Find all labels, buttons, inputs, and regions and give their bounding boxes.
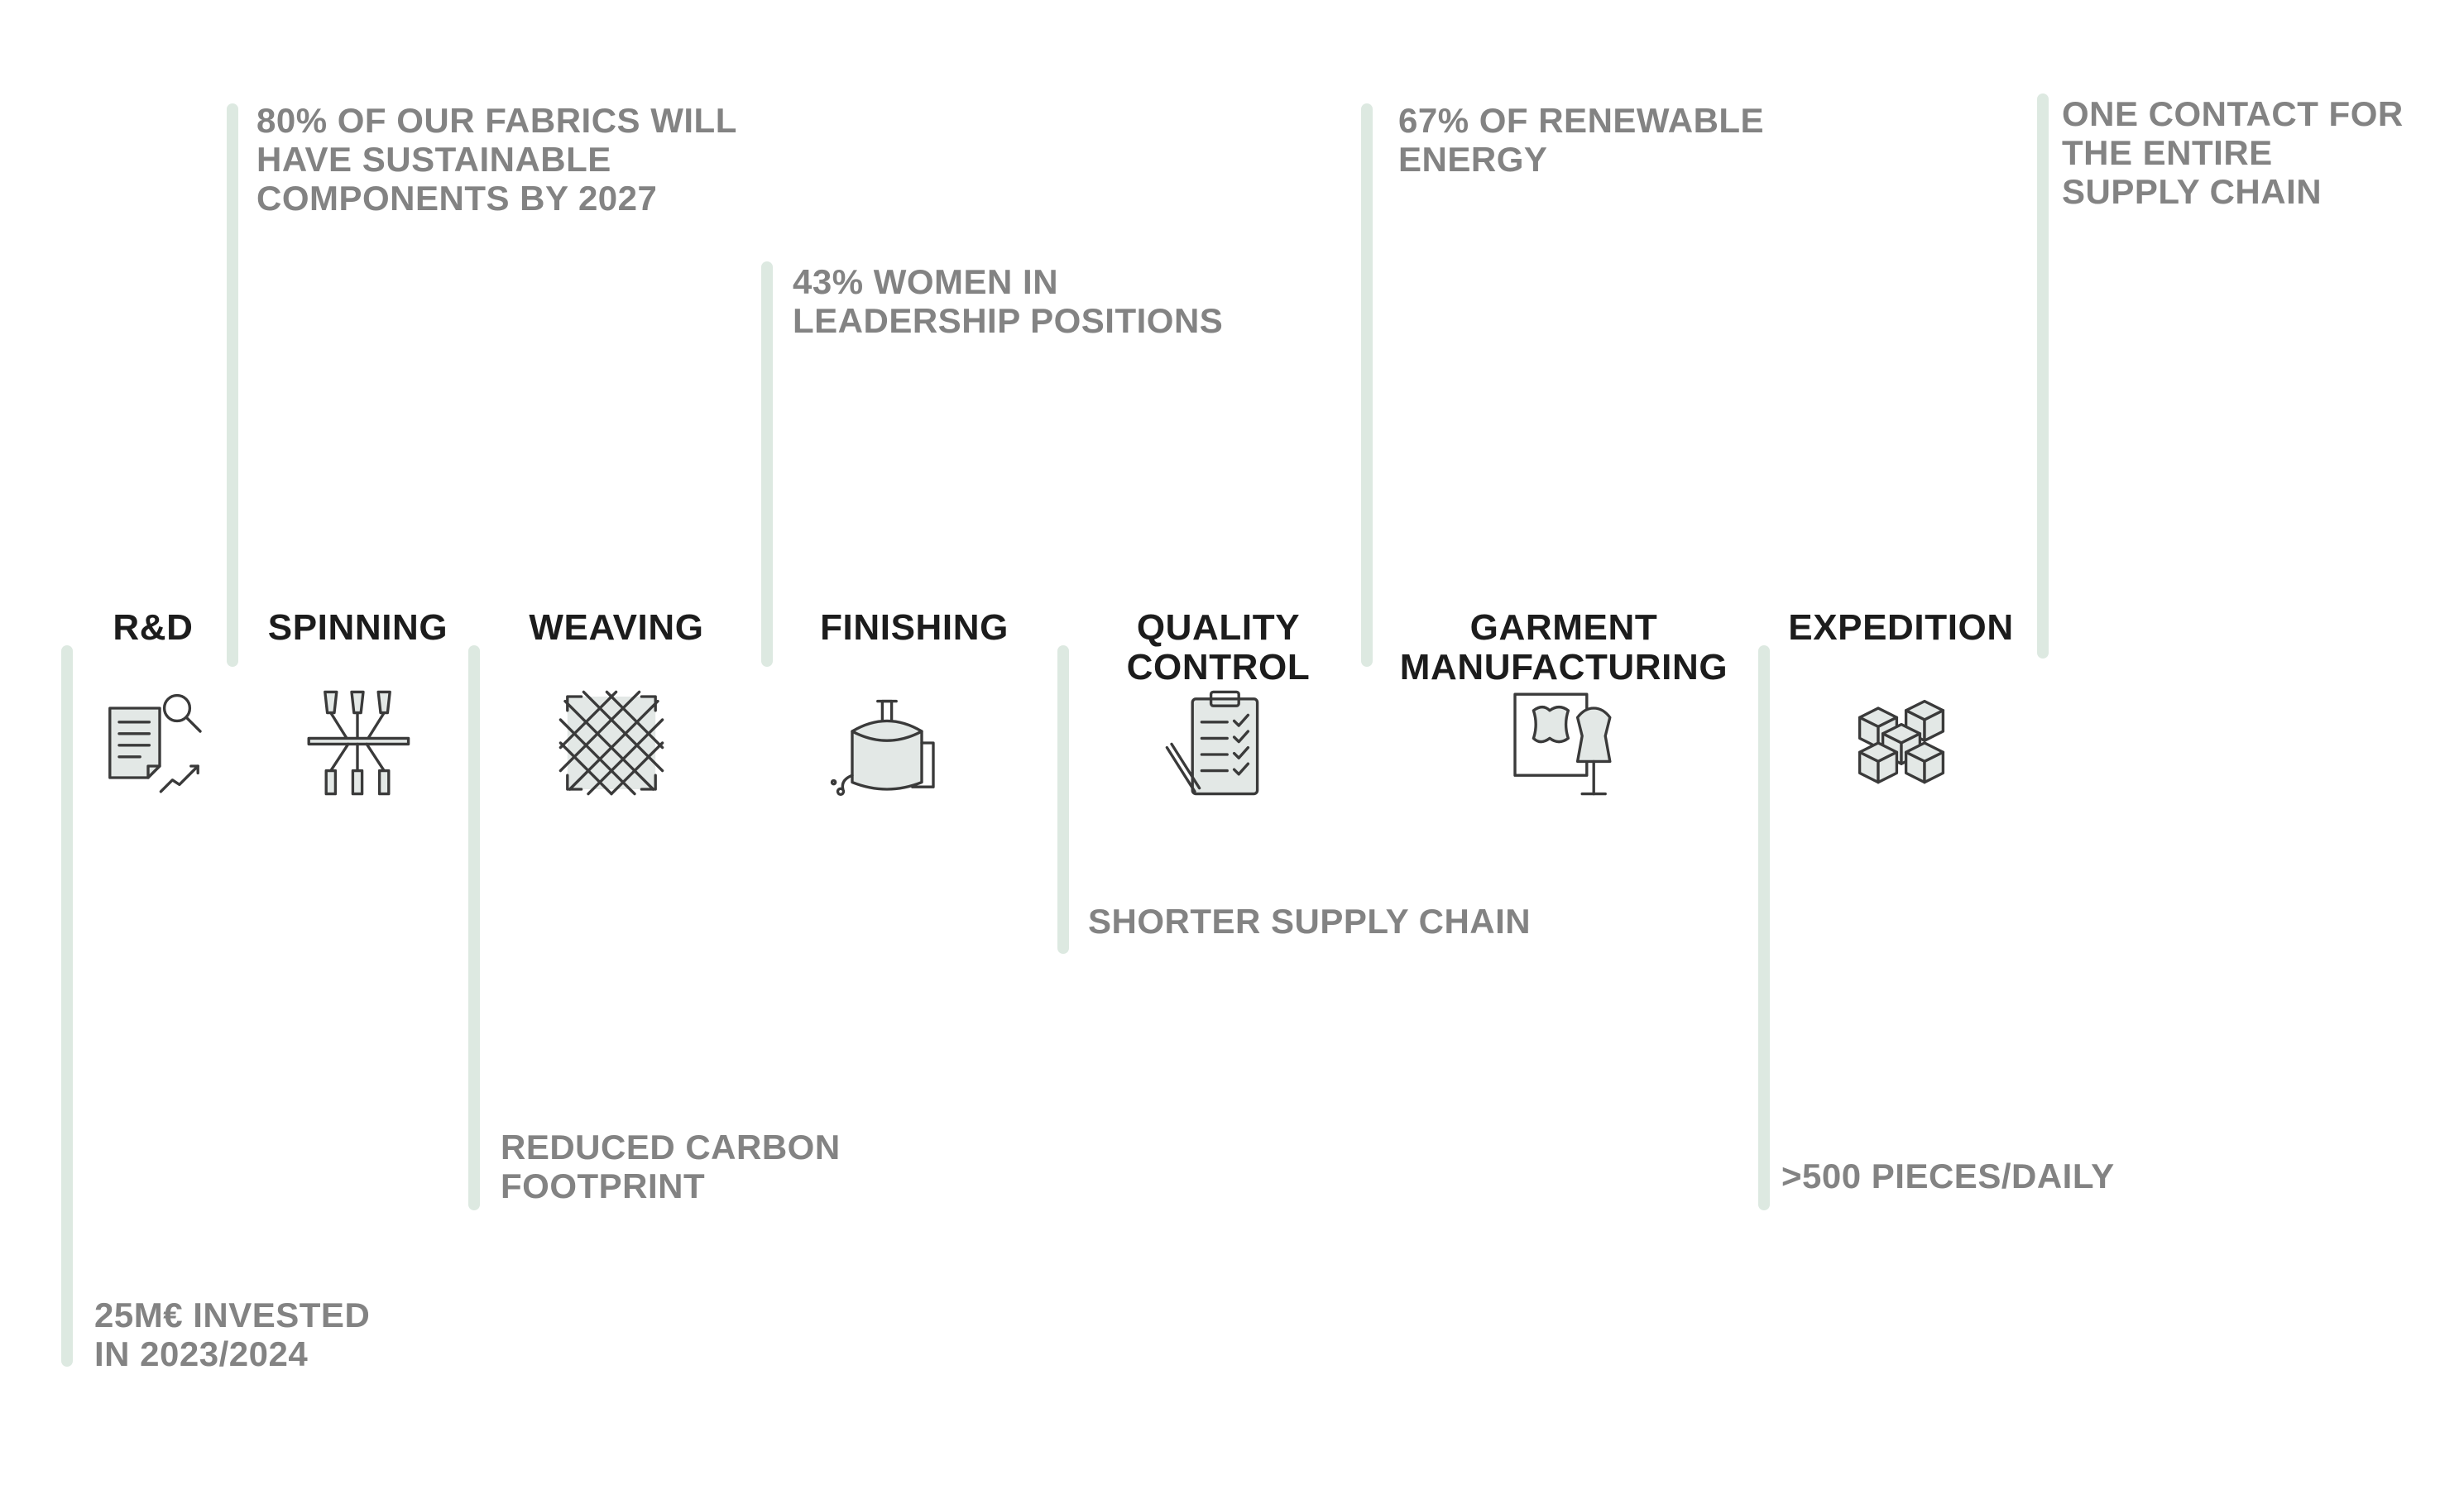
finishing-vessel-icon xyxy=(829,685,945,801)
connector-bar-expedition xyxy=(1758,645,1770,1210)
research-document-magnifier-icon xyxy=(96,685,212,801)
connector-bar-spinning xyxy=(227,103,238,667)
step-title-weaving: WEAVING xyxy=(529,607,704,648)
garment-mannequin-icon xyxy=(1503,685,1619,801)
woven-fabric-icon xyxy=(554,685,669,801)
step-title-spinning: SPINNING xyxy=(267,607,448,648)
step-title-finishing: FINISHING xyxy=(820,607,1009,648)
connector-bar-contact xyxy=(2037,93,2049,659)
stacked-boxes-icon xyxy=(1843,685,1959,801)
connector-bar-finishing xyxy=(761,261,773,667)
note-expedition-pieces-daily: >500 PIECES/DAILY xyxy=(1781,1157,2115,1195)
note-quality-supply-chain: SHORTER SUPPLY CHAIN xyxy=(1088,902,1532,941)
connector-bar-garment xyxy=(1361,103,1373,667)
step-title-rd: R&D xyxy=(113,607,194,648)
spinning-bobbins-icon xyxy=(300,685,415,801)
clipboard-checklist-icon xyxy=(1160,685,1276,801)
note-garment-renewable-energy: 67% OF RENEWABLE ENERGY xyxy=(1398,101,1765,179)
connector-bar-weaving xyxy=(468,645,480,1210)
step-title-quality-control: QUALITY CONTROL xyxy=(1126,607,1311,687)
note-spinning-sustainable-fabrics: 80% OF OUR FABRICS WILL HAVE SUSTAINABLE… xyxy=(256,101,737,218)
note-rd-investment: 25M€ INVESTED IN 2023/2024 xyxy=(94,1296,371,1373)
connector-bar-rd xyxy=(61,645,73,1367)
note-finishing-women-leadership: 43% WOMEN IN LEADERSHIP POSITIONS xyxy=(793,262,1224,340)
step-title-expedition: EXPEDITION xyxy=(1788,607,2014,648)
connector-bar-quality xyxy=(1057,645,1069,954)
step-title-garment-manufacturing: GARMENT MANUFACTURING xyxy=(1399,607,1728,687)
note-single-contact: ONE CONTACT FOR THE ENTIRE SUPPLY CHAIN xyxy=(2062,94,2404,211)
note-weaving-carbon-footprint: REDUCED CARBON FOOTPRINT xyxy=(501,1128,841,1205)
